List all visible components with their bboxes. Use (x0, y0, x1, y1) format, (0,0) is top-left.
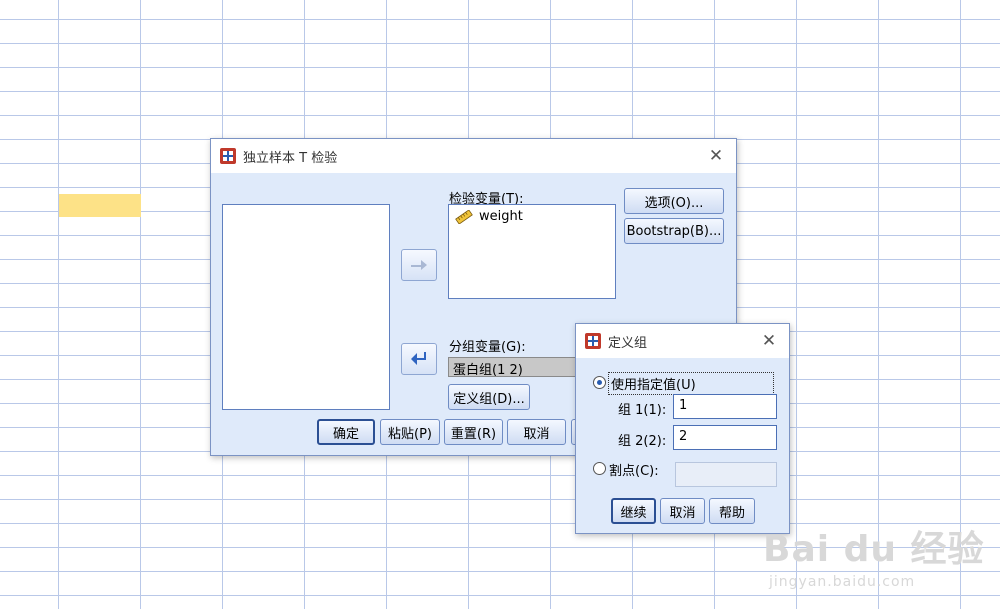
selected-cell[interactable] (59, 194, 141, 217)
title-bar: 独立样本 T 检验 (211, 139, 736, 173)
source-variable-list[interactable] (222, 204, 390, 410)
watermark-sub: jingyan.baidu.com (769, 574, 916, 590)
paste-button[interactable]: 粘贴(P) (380, 419, 440, 445)
use-specified-values-radio[interactable] (593, 376, 606, 389)
move-to-test-vars-button[interactable] (401, 249, 437, 281)
define-groups-button[interactable]: 定义组(D)... (448, 384, 530, 410)
close-icon[interactable]: ✕ (708, 146, 724, 166)
define-groups-dialog: 定义组 ✕ 使用指定值(U) 组 1(1): 1 组 2(2): 2 割点(C)… (575, 323, 790, 534)
cutpoint-radio[interactable] (593, 462, 606, 475)
spss-app-icon (220, 148, 236, 164)
bootstrap-button[interactable]: Bootstrap(B)... (624, 218, 724, 244)
ruler-icon (455, 209, 473, 224)
help-button[interactable]: 帮助 (709, 498, 755, 524)
title-bar: 定义组 (576, 324, 789, 358)
grouping-variable-value: 蛋白组(1 2) (453, 363, 523, 378)
spss-app-icon (585, 333, 601, 349)
test-variables-label: 检验变量(T): (449, 192, 524, 207)
grouping-variable-label: 分组变量(G): (449, 340, 526, 355)
independent-samples-t-test-dialog: 独立样本 T 检验 ✕ 检验变量(T): weight 分 (210, 138, 737, 456)
reset-button[interactable]: 重置(R) (444, 419, 503, 445)
ok-button[interactable]: 确定 (317, 419, 375, 445)
variable-name: weight (479, 209, 523, 224)
close-icon[interactable]: ✕ (761, 331, 777, 351)
group2-input[interactable]: 2 (673, 425, 777, 450)
test-variables-list[interactable]: weight (448, 204, 616, 299)
group2-label: 组 2(2): (618, 434, 667, 449)
baidu-watermark: Bai du 经验 jingyan.baidu.com (763, 520, 985, 590)
options-button[interactable]: 选项(O)... (624, 188, 724, 214)
cancel-button[interactable]: 取消 (507, 419, 566, 445)
cutpoint-label: 割点(C): (609, 464, 659, 479)
dialog-title: 独立样本 T 检验 (243, 150, 338, 166)
grouping-variable-field[interactable]: 蛋白组(1 2) (448, 357, 578, 378)
continue-button[interactable]: 继续 (611, 498, 656, 524)
move-to-group-var-button[interactable] (401, 343, 437, 375)
group1-label: 组 1(1): (618, 403, 667, 418)
cutpoint-input (675, 462, 777, 487)
dialog-title: 定义组 (608, 335, 648, 351)
use-specified-values-label[interactable]: 使用指定值(U) (608, 372, 774, 395)
cancel-button[interactable]: 取消 (660, 498, 705, 524)
arrow-right-icon (411, 260, 427, 270)
list-item[interactable]: weight (455, 209, 523, 224)
watermark-main: Bai du 经验 (763, 529, 985, 570)
arrow-return-icon (411, 352, 426, 365)
group1-input[interactable]: 1 (673, 394, 777, 419)
